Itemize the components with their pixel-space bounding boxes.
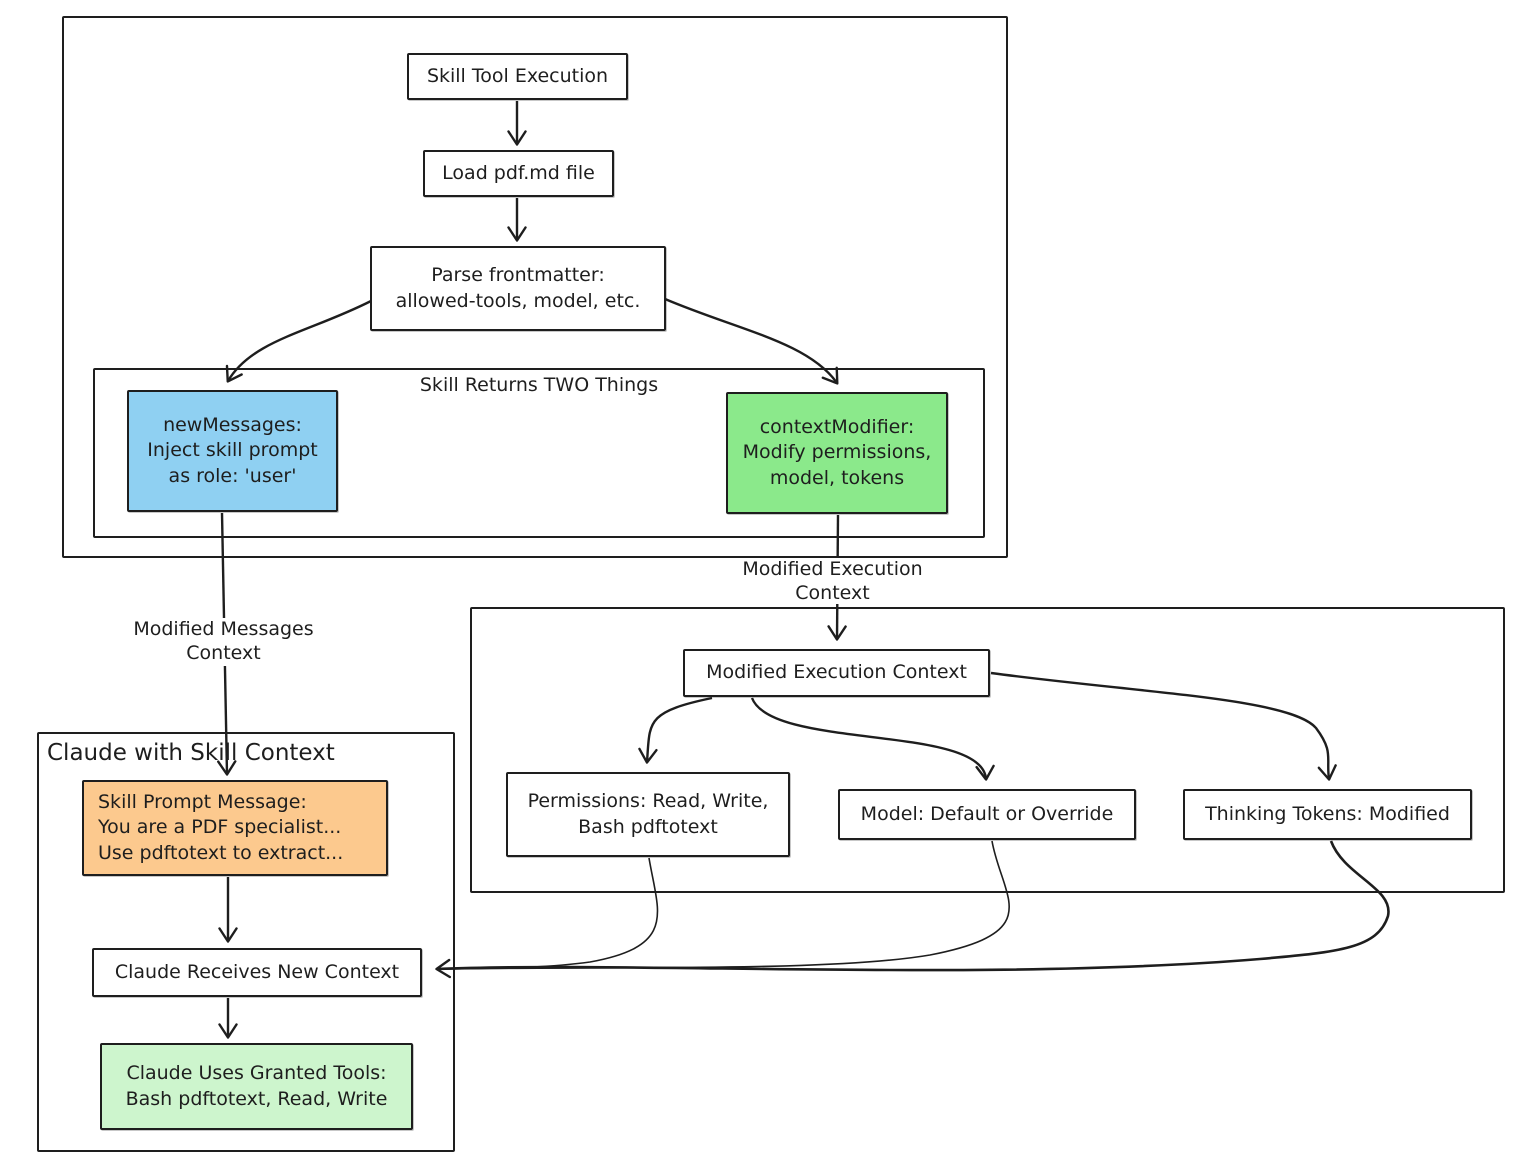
node-modified-execution-context: Modified Execution Context [683, 649, 990, 697]
skill-execution-container [62, 16, 1008, 558]
node-context-modifier: contextModifier: Modify permissions, mod… [726, 392, 948, 514]
skill-returns-container-title: Skill Returns TWO Things [419, 374, 659, 396]
node-skill-prompt-message: Skill Prompt Message: You are a PDF spec… [82, 780, 388, 876]
skill-returns-container: Skill Returns TWO Things [93, 368, 985, 538]
node-load-pdf-file: Load pdf.md file [423, 150, 614, 197]
claude-skill-context-title: Claude with Skill Context [47, 740, 335, 766]
label-modified-messages-context: Modified Messages Context [121, 618, 326, 666]
node-skill-tool-execution: Skill Tool Execution [407, 53, 628, 100]
label-modified-execution-context: Modified Execution Context [730, 558, 935, 604]
node-thinking-tokens: Thinking Tokens: Modified [1183, 789, 1472, 840]
node-model: Model: Default or Override [838, 789, 1136, 840]
node-parse-frontmatter: Parse frontmatter: allowed-tools, model,… [370, 246, 666, 331]
node-claude-uses-granted-tools: Claude Uses Granted Tools: Bash pdftotex… [100, 1043, 413, 1130]
node-permissions: Permissions: Read, Write, Bash pdftotext [506, 772, 790, 857]
node-claude-receives-new-context: Claude Receives New Context [92, 948, 422, 997]
node-new-messages: newMessages: Inject skill prompt as role… [127, 390, 338, 512]
